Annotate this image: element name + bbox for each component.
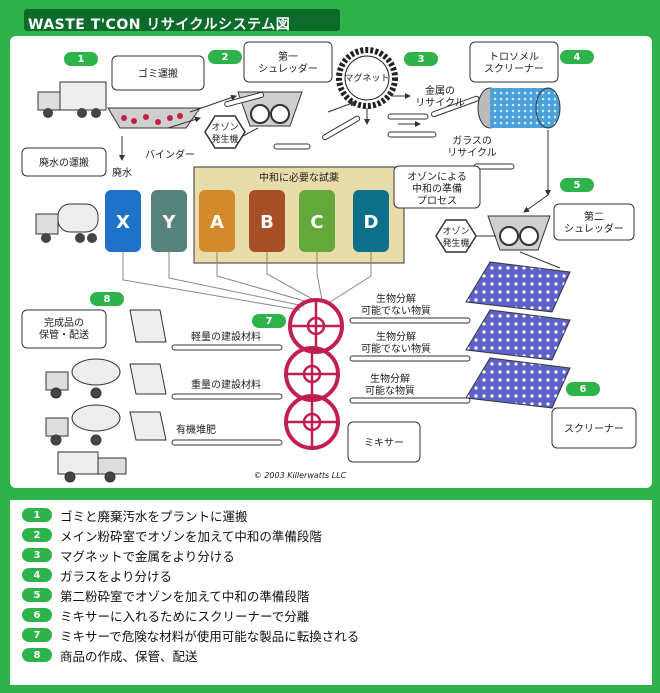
step-text: 商品の作成、保管、配送: [60, 648, 198, 664]
label-wastewater: 廃水: [112, 166, 132, 179]
step-1: 1 ゴミと廃棄汚水をプラントに運搬: [22, 505, 248, 525]
step-7: 7 ミキサーで危険な材料が使用可能な製品に転換される: [22, 625, 359, 645]
label-heavy-material: 重量の建設材料: [191, 378, 261, 391]
step-6: 6 ミキサーに入れるためにスクリーナーで分離: [22, 605, 309, 625]
label-ozone-neutralize: オゾンによる中和の準備プロセス: [407, 171, 467, 207]
garbage-hopper: [107, 107, 201, 129]
step-2: 2 メイン粉砕室でオゾンを加えて中和の準備段階: [22, 525, 322, 545]
label-first-shredder: 第一シュレッダー: [258, 50, 318, 75]
step-badges: [64, 50, 600, 396]
step-number: 1: [22, 508, 52, 522]
label-ozone-2: オゾン発生機: [442, 226, 469, 249]
output-belts: [171, 317, 471, 446]
step-number: 2: [22, 528, 52, 542]
badge-2: 2: [222, 52, 229, 63]
step-5: 5 第二粉砕室でオゾンを加えて中和の準備段階: [22, 585, 309, 605]
label-garbage-transport: ゴミ運搬: [138, 67, 178, 80]
step-text: ミキサーで危険な材料が使用可能な製品に転換される: [60, 628, 360, 644]
step-number: 5: [22, 588, 52, 602]
reagent-pipes: [122, 252, 372, 311]
trommel-screener-icon: [477, 87, 561, 129]
tank-y-label: Y: [161, 212, 176, 233]
label-screener: スクリーナー: [564, 423, 624, 435]
label-non-bio-1: 生物分解可能でない物質: [361, 292, 431, 317]
label-glass-recycle: ガラスのリサイクル: [447, 135, 497, 159]
label-magnet: マグネット: [344, 72, 389, 84]
label-compost: 有機堆肥: [176, 423, 216, 436]
badge-8: 8: [104, 294, 111, 305]
tank-x: [105, 190, 141, 252]
label-storage: 完成品の保管・配送: [39, 316, 89, 341]
label-binder: バインダー: [145, 148, 195, 161]
step-text: ガラスをより分ける: [60, 568, 173, 584]
label-light-material: 軽量の建設材料: [191, 330, 261, 343]
tank-b: [249, 190, 285, 252]
step-text: ゴミと廃棄汚水をプラントに運搬: [60, 508, 248, 524]
badge-7: 7: [266, 316, 273, 327]
tank-a: [199, 190, 235, 252]
page-title: WASTE T'CON リサイクルシステム図: [28, 17, 291, 33]
badge-5: 5: [574, 180, 581, 191]
step-text: マグネットで金属をより分ける: [60, 548, 235, 564]
first-shredder-icon: [237, 91, 303, 127]
step-number: 8: [22, 648, 52, 662]
garbage-truck-icon: [37, 81, 107, 118]
label-non-bio-2: 生物分解可能でない物質: [361, 330, 431, 355]
tank-a-label: A: [210, 212, 224, 233]
step-number: 3: [22, 548, 52, 562]
screener-plates: [465, 261, 571, 409]
step-text: 第二粉砕室でオゾンを加えて中和の準備段階: [60, 588, 310, 604]
label-reagents: 中和に必要な試薬: [259, 171, 339, 184]
ozone-generator-1-icon: [204, 115, 246, 149]
badge-4: 4: [574, 52, 581, 63]
step-8: 8 商品の作成、保管、配送: [22, 645, 198, 665]
product-trucks: [45, 309, 167, 483]
tank-b-label: B: [260, 212, 274, 233]
mixers: [284, 298, 344, 450]
badge-3: 3: [418, 54, 425, 65]
tanks: [105, 190, 389, 252]
step-3: 3 マグネットで金属をより分ける: [22, 545, 235, 565]
label-wastewater-transport: 廃水の運搬: [39, 156, 89, 169]
tank-c: [299, 190, 335, 252]
step-number: 6: [22, 608, 52, 622]
label-metal-recycle: 金属のリサイクル: [415, 84, 465, 109]
label-bio: 生物分解可能な物質: [365, 372, 415, 397]
step-text: ミキサーに入れるためにスクリーナーで分離: [60, 608, 310, 624]
label-mixer: ミキサー: [364, 437, 404, 449]
step-4: 4 ガラスをより分ける: [22, 565, 172, 585]
second-shredder-icon: [487, 215, 551, 251]
step-number: 7: [22, 628, 52, 642]
step-number: 4: [22, 568, 52, 582]
tank-x-label: X: [116, 212, 130, 233]
tank-d-label: D: [364, 212, 379, 233]
tank-y: [151, 190, 187, 252]
label-ozone-1: オゾン発生機: [211, 122, 238, 145]
tank-d: [353, 190, 389, 252]
label-second-shredder: 第二シュレッダー: [564, 210, 624, 235]
badge-6: 6: [580, 384, 587, 395]
magnet-icon: [336, 47, 398, 109]
copyright: © 2003 Killerwatts LLC: [254, 471, 347, 480]
step-text: メイン粉砕室でオゾンを加えて中和の準備段階: [60, 528, 322, 544]
tank-c-label: C: [310, 212, 323, 233]
badge-1: 1: [78, 54, 85, 65]
label-trommel: トロソメルスクリーナー: [484, 52, 544, 75]
label-boxes: [21, 41, 637, 463]
wastewater-truck-icon: [35, 203, 99, 243]
